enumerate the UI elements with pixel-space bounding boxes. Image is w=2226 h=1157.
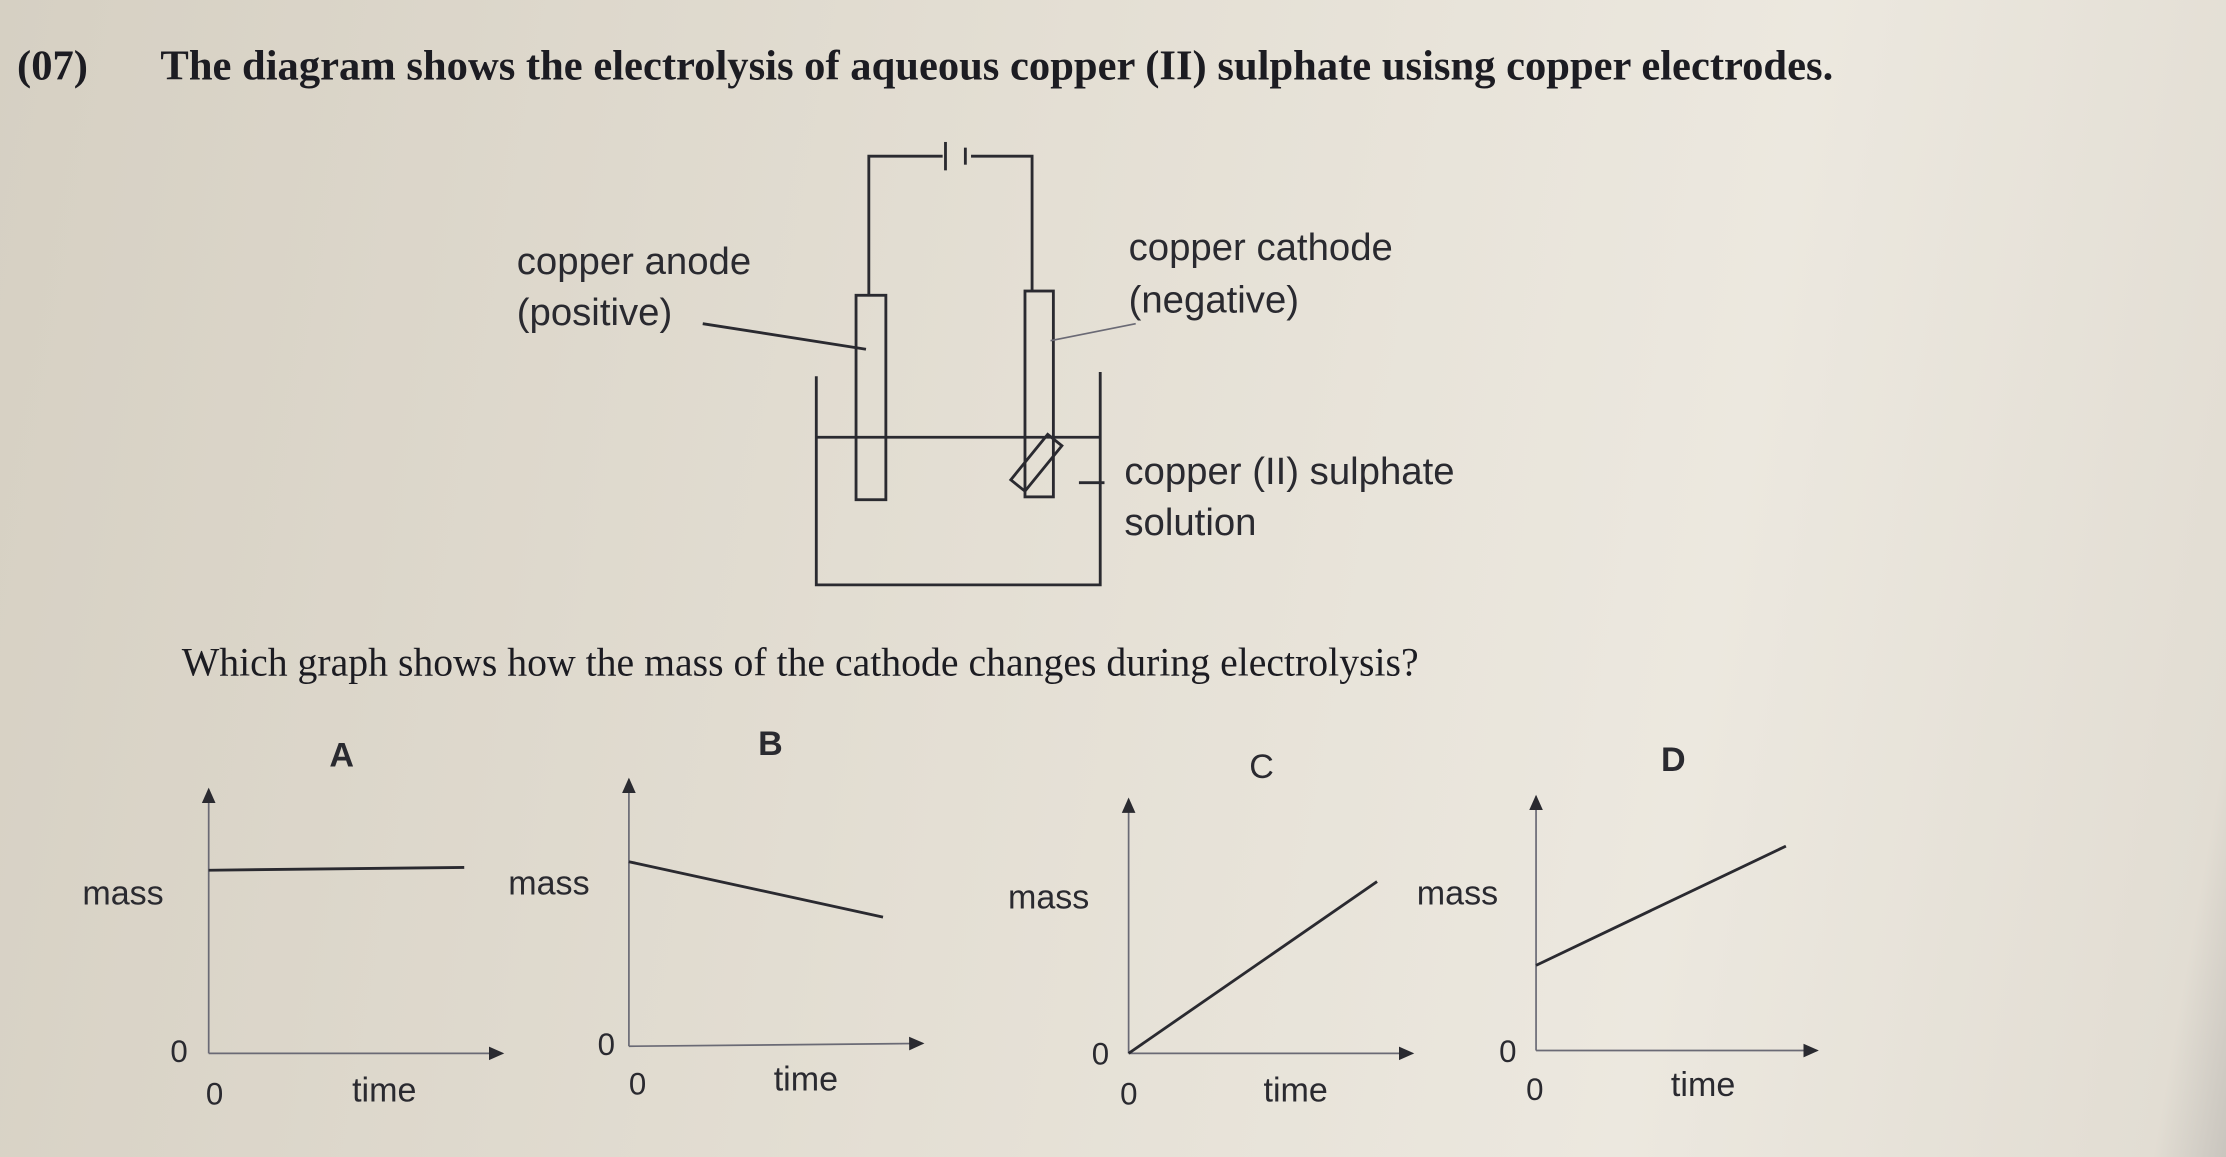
copper-deposit bbox=[1008, 432, 1064, 494]
cathode-polarity-label: (negative) bbox=[1129, 278, 1299, 321]
x-zero-label: 0 bbox=[629, 1067, 646, 1102]
anode-electrode bbox=[854, 293, 888, 502]
x-zero-label: 0 bbox=[1120, 1076, 1137, 1111]
y-axis-label: mass bbox=[508, 864, 589, 902]
x-axis-label: time bbox=[774, 1060, 838, 1098]
circuit-wire bbox=[867, 154, 1034, 296]
question-number: (07) bbox=[17, 42, 88, 89]
mass-line bbox=[208, 865, 465, 872]
option-label: B bbox=[758, 725, 783, 763]
option-b-graph[interactable]: B mass 0 0 time bbox=[508, 725, 925, 1102]
cathode-pointer bbox=[1050, 322, 1136, 342]
anode-pointer bbox=[702, 322, 867, 351]
x-axis-label: time bbox=[1671, 1066, 1735, 1104]
anode-polarity-label: (positive) bbox=[517, 291, 672, 334]
question-prompt: Which graph shows how the mass of the ca… bbox=[182, 641, 1419, 685]
y-zero-label: 0 bbox=[598, 1027, 615, 1062]
x-axis bbox=[628, 1036, 925, 1051]
y-axis-label: mass bbox=[1008, 879, 1089, 917]
question-text: The diagram shows the electrolysis of aq… bbox=[160, 42, 1833, 89]
y-zero-label: 0 bbox=[1092, 1037, 1109, 1072]
electrolysis-diagram: copper anode (positive) copper cathode (… bbox=[517, 141, 1455, 587]
option-c-graph[interactable]: C mass 0 0 time bbox=[1008, 748, 1415, 1112]
x-axis-label: time bbox=[352, 1072, 416, 1110]
anode-label: copper anode bbox=[517, 240, 751, 283]
y-axis-label: mass bbox=[82, 874, 163, 912]
beaker bbox=[814, 371, 1102, 587]
option-d-graph[interactable]: D mass 0 0 time bbox=[1417, 741, 1819, 1107]
x-zero-label: 0 bbox=[206, 1076, 223, 1111]
battery-icon bbox=[944, 141, 967, 171]
option-label: D bbox=[1661, 741, 1686, 779]
cathode-electrode bbox=[1023, 289, 1055, 499]
option-a-graph[interactable]: A mass 0 0 time bbox=[82, 737, 505, 1112]
mass-line bbox=[1127, 880, 1378, 1055]
option-label: C bbox=[1249, 748, 1274, 786]
x-axis-label: time bbox=[1263, 1072, 1327, 1110]
y-zero-label: 0 bbox=[170, 1034, 187, 1069]
solution-label-2: solution bbox=[1124, 501, 1256, 544]
option-label: A bbox=[329, 737, 354, 775]
mass-line bbox=[628, 860, 884, 919]
cathode-label: copper cathode bbox=[1129, 226, 1393, 269]
solution-label: copper (II) sulphate bbox=[1124, 450, 1454, 493]
y-zero-label: 0 bbox=[1499, 1034, 1516, 1069]
x-zero-label: 0 bbox=[1526, 1072, 1543, 1107]
y-axis-label: mass bbox=[1417, 874, 1498, 912]
mass-line bbox=[1535, 844, 1787, 967]
